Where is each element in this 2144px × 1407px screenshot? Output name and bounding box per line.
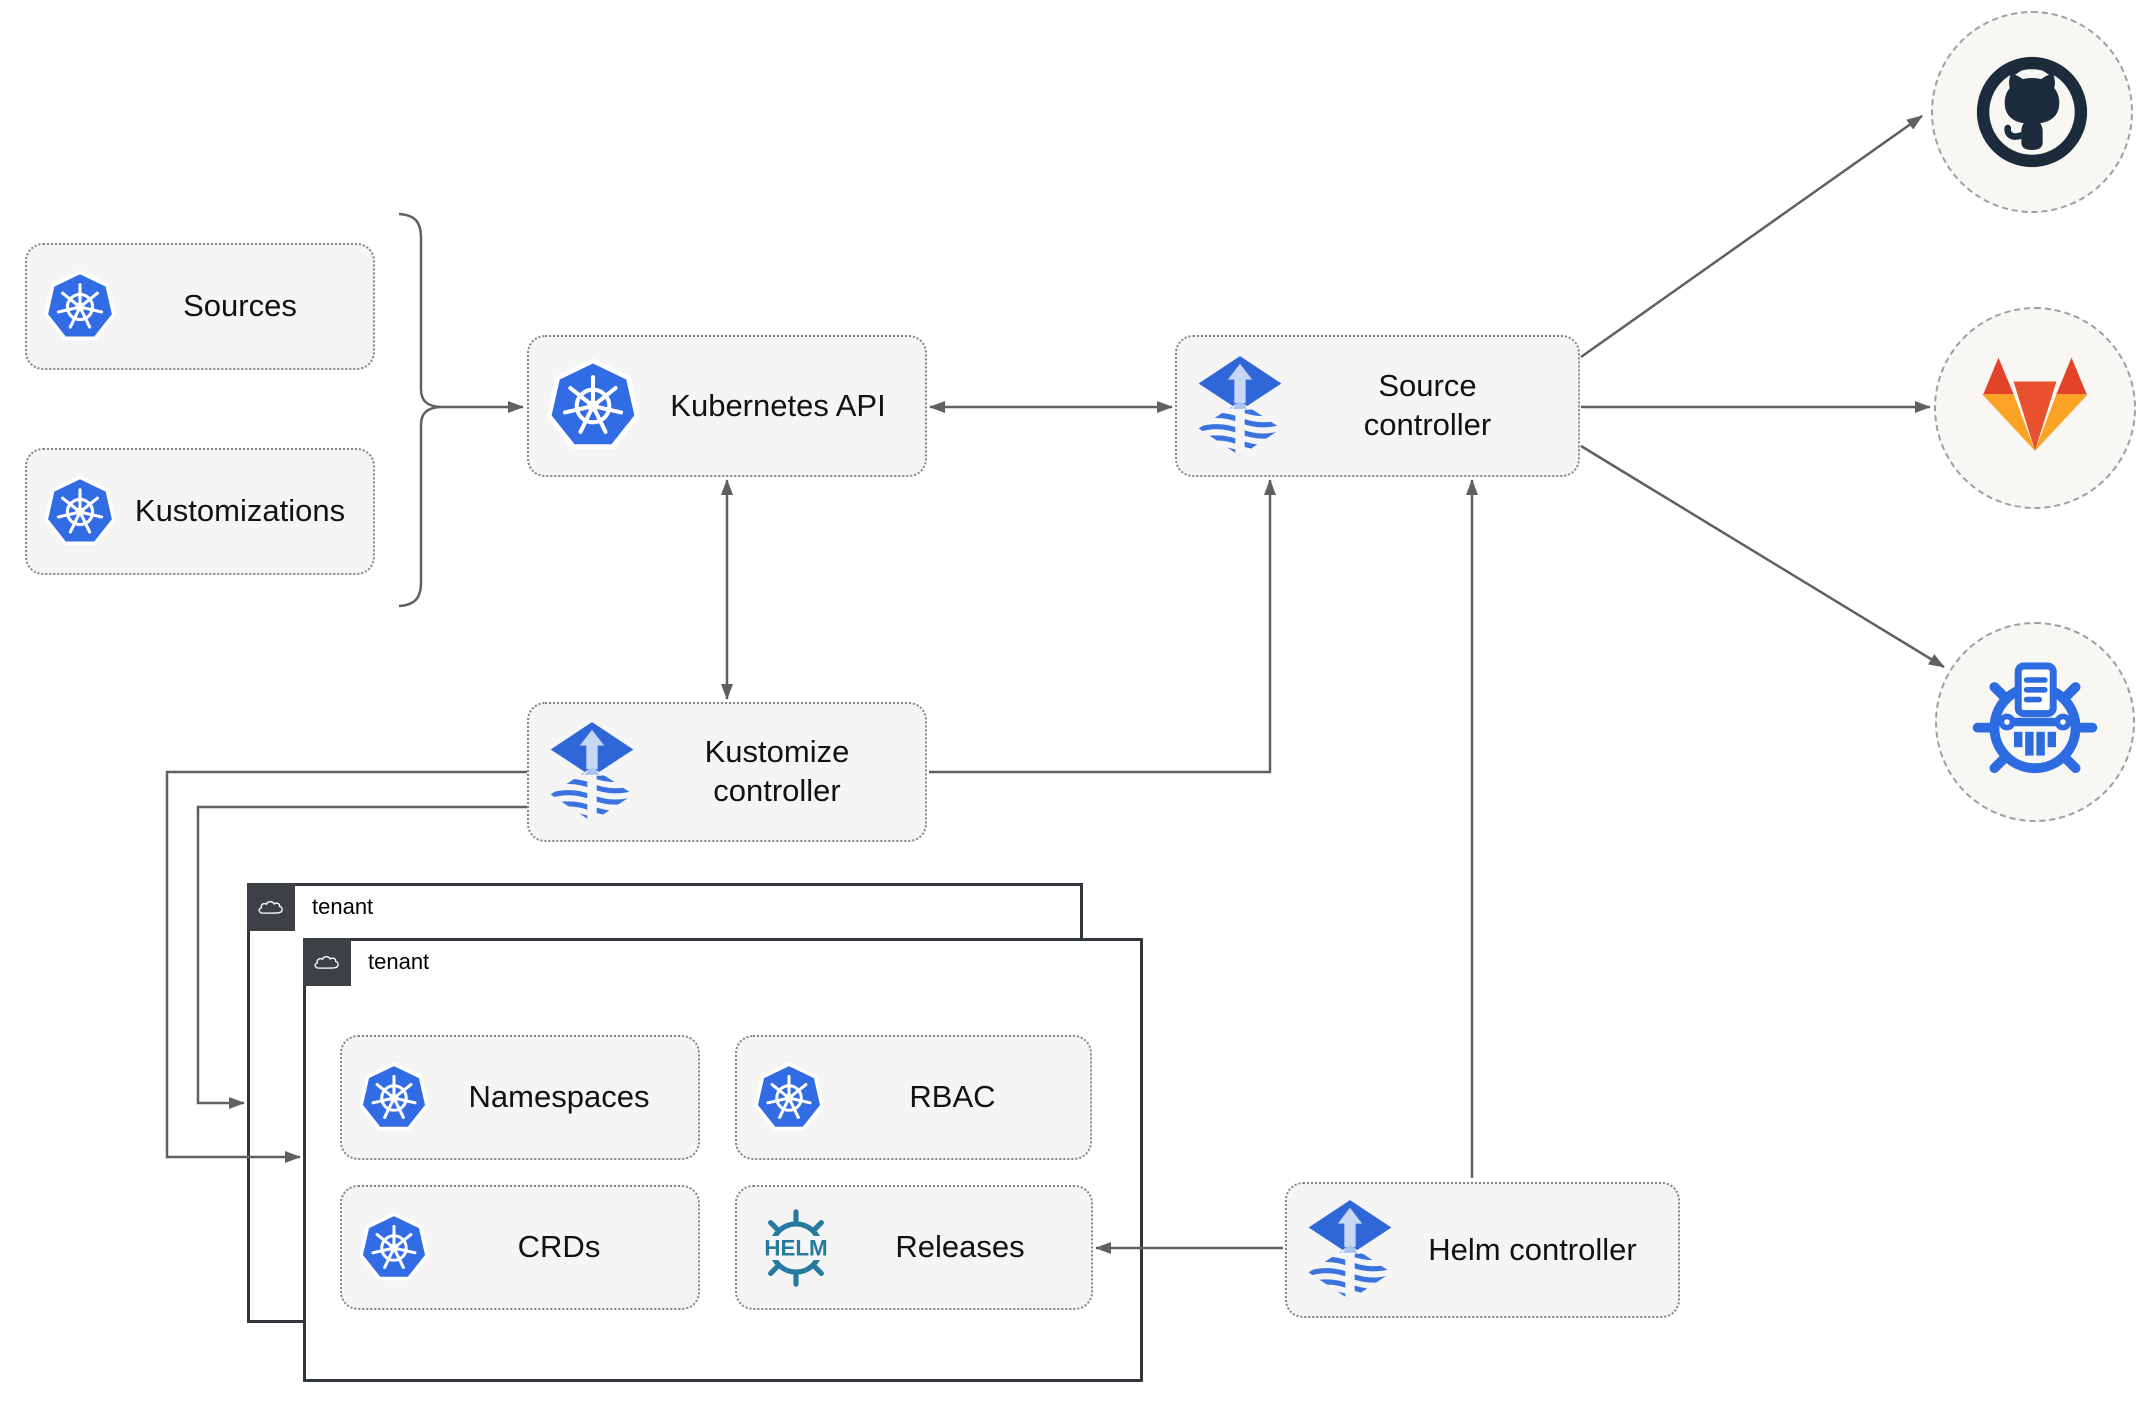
node-sources: Sources	[25, 243, 375, 370]
github-icon	[1976, 56, 2088, 168]
node-rbac: RBAC	[735, 1035, 1092, 1160]
brace-sources-group	[398, 212, 441, 608]
node-label: Sources	[183, 288, 297, 324]
node-namespaces: Namespaces	[340, 1035, 700, 1160]
node-source-controller: Source controller	[1175, 335, 1580, 477]
gitlab-endpoint	[1934, 307, 2136, 509]
tenant-label: tenant	[312, 894, 374, 919]
kubernetes-icon	[545, 358, 641, 454]
node-label: CRDs	[517, 1229, 601, 1265]
gitlab-icon	[1982, 357, 2088, 451]
node-label: Releases	[895, 1229, 1025, 1265]
tenant-group-inner: tenant	[303, 938, 1143, 1382]
flux-icon	[1193, 354, 1287, 458]
node-label: Kubernetes API	[670, 387, 886, 423]
node-label: Kustomize controller	[704, 734, 850, 808]
bucket-endpoint	[1935, 622, 2135, 822]
node-kustomize-controller: Kustomize controller	[527, 702, 927, 842]
flux-icon	[1303, 1198, 1397, 1302]
helm-logo-icon: HELM	[753, 1205, 839, 1291]
node-label: Kustomizations	[134, 493, 346, 529]
cloud-icon	[311, 952, 343, 972]
node-kustomizations: Kustomizations	[25, 448, 375, 575]
kubernetes-icon	[358, 1062, 430, 1134]
github-endpoint	[1931, 11, 2133, 213]
node-kubernetes-api: Kubernetes API	[527, 335, 927, 477]
arrow-source-to-github	[1580, 114, 1923, 359]
helm-logo-text: HELM	[764, 1235, 827, 1260]
arrow-source-to-bucket	[1580, 444, 1945, 669]
node-crds: CRDs	[340, 1185, 700, 1310]
tenant-label: tenant	[368, 949, 430, 974]
kubernetes-icon	[753, 1062, 825, 1134]
node-helm-controller: Helm controller	[1285, 1182, 1680, 1318]
kubernetes-icon	[43, 475, 117, 549]
arrow-kustomize-to-source-controller	[929, 479, 1276, 774]
node-label: Source controller	[1363, 368, 1492, 442]
cloud-icon	[255, 897, 287, 917]
storage-registry-wheel-icon	[1972, 662, 2098, 774]
tenant-header-tab	[303, 938, 351, 986]
node-label: Namespaces	[468, 1079, 650, 1115]
flux-icon	[545, 720, 639, 824]
tenant-header-tab	[247, 883, 295, 931]
kubernetes-icon	[43, 270, 117, 344]
node-label: RBAC	[909, 1079, 996, 1115]
node-releases: HELM Releases	[735, 1185, 1093, 1310]
node-label: Helm controller	[1428, 1231, 1637, 1267]
kubernetes-icon	[358, 1212, 430, 1284]
